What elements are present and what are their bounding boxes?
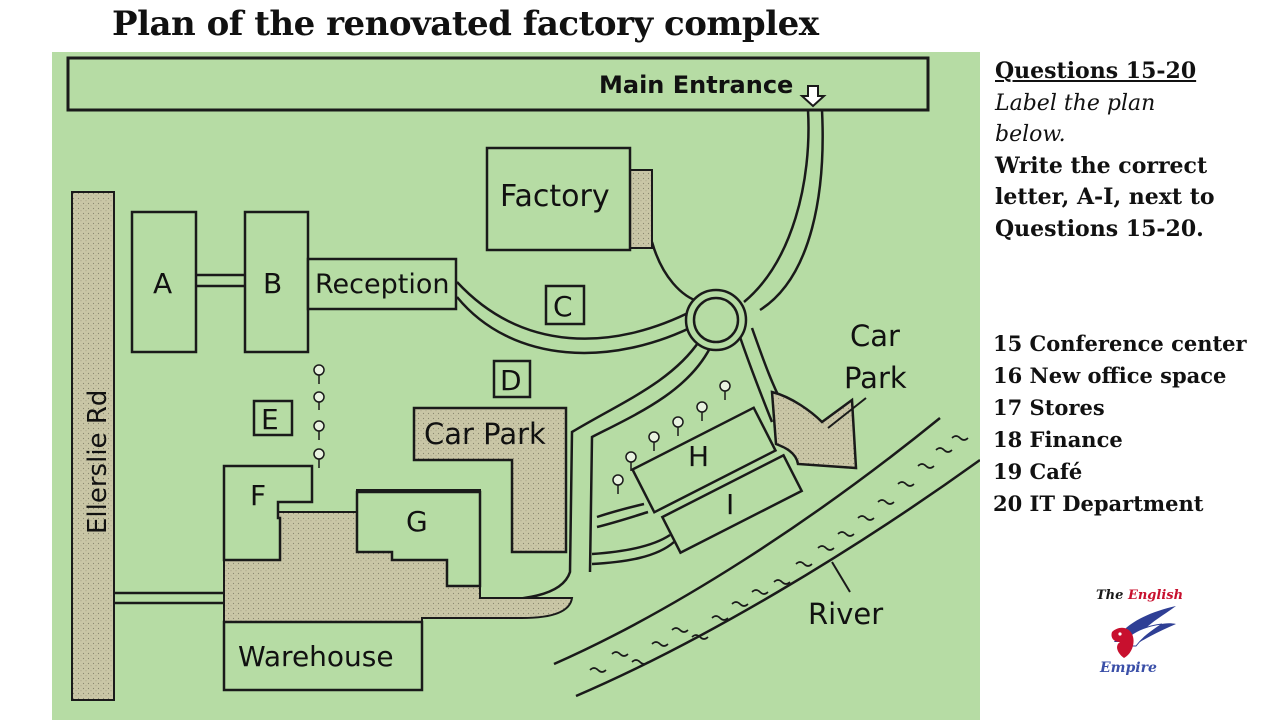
label-a: A	[153, 267, 172, 300]
question-item: 18 Finance	[993, 427, 1123, 452]
river-pointer	[831, 561, 851, 593]
instruction-line-1: Label the plan	[995, 90, 1156, 116]
ellerslie-road	[71, 191, 115, 701]
car-park-right-label-2: Park	[844, 361, 907, 395]
label-g: G	[406, 505, 428, 538]
car-park-center-label: Car Park	[424, 417, 546, 451]
page-title: Plan of the renovated factory complex	[112, 4, 819, 44]
entrance-arrow-icon	[799, 85, 827, 108]
instruction-line-3: Write the correct	[995, 152, 1208, 179]
road-label: Ellerslie Rd	[83, 390, 113, 534]
label-f: F	[250, 479, 266, 512]
car-park-right	[770, 390, 858, 470]
marker-c-box	[544, 284, 586, 326]
factory-building	[485, 146, 632, 252]
label-h: H	[688, 440, 709, 473]
roundabout-inner	[692, 296, 740, 344]
tree-icons-left	[313, 364, 325, 468]
warehouse-building	[222, 620, 424, 692]
car-park-right-label-1: Car	[850, 319, 900, 353]
label-c: C	[553, 290, 573, 323]
building-f	[222, 464, 314, 562]
factory-strip	[627, 169, 653, 249]
building-i	[660, 453, 804, 555]
instructions-panel: Questions 15-20 Label the plan below. Wr…	[995, 56, 1280, 245]
question-item: 15 Conference center	[993, 331, 1247, 356]
label-b: B	[263, 267, 282, 300]
english-empire-logo: The English Empire	[1092, 588, 1192, 684]
question-item: 20 IT Department	[993, 491, 1204, 516]
warehouse-label: Warehouse	[238, 640, 394, 673]
logo-bottom-text: Empire	[1100, 660, 1157, 676]
label-i: I	[726, 488, 734, 521]
label-d: D	[500, 364, 522, 397]
factory-plan-map: Main Entrance Ellerslie Rd Fact	[52, 52, 980, 720]
building-g	[355, 490, 482, 588]
question-item: 17 Stores	[993, 395, 1105, 420]
label-e: E	[261, 403, 279, 436]
river-label: River	[808, 597, 883, 631]
question-item: 19 Café	[993, 459, 1083, 484]
instruction-line-4: letter, A-I, next to	[995, 184, 1215, 210]
river-bank-upper	[553, 417, 941, 666]
factory-label: Factory	[500, 179, 610, 214]
main-entrance-label: Main Entrance	[599, 71, 793, 99]
main-entrance-bar	[66, 56, 930, 112]
marker-d-box	[492, 359, 532, 399]
building-a	[130, 210, 198, 354]
building-h	[630, 406, 778, 514]
logo-top-text: The English	[1096, 588, 1184, 603]
question-item: 16 New office space	[993, 363, 1227, 388]
instruction-line-2: below.	[995, 122, 1066, 147]
car-park-pointer	[827, 397, 867, 429]
questions-heading: Questions 15-20	[995, 58, 1197, 84]
question-list: 15 Conference center 16 New office space…	[993, 328, 1247, 520]
car-park-center	[412, 406, 568, 554]
eagle-icon	[1111, 606, 1176, 658]
tree-icons-right	[612, 380, 731, 494]
river-wave-icons	[589, 435, 969, 673]
river-bank-lower	[575, 458, 980, 698]
instruction-line-5: Questions 15-20.	[995, 215, 1204, 242]
reception-label: Reception	[315, 269, 449, 300]
reception-building	[306, 257, 458, 311]
marker-e-box	[252, 399, 294, 437]
